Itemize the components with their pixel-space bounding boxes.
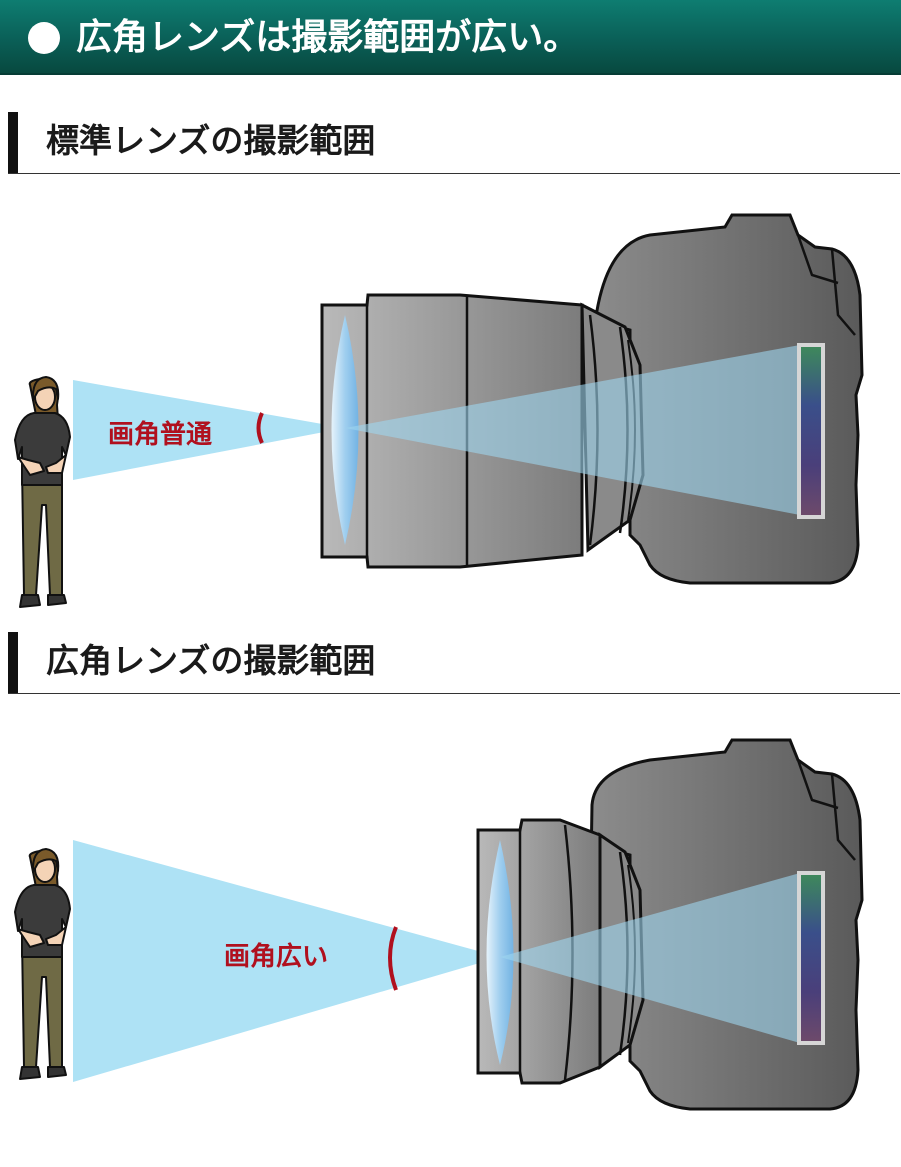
section-title-standard-lens: 標準レンズの撮影範囲 [46,121,376,160]
header-banner: 広角レンズは撮影範囲が広い。 [0,0,901,75]
lens-glass [331,315,359,545]
field-of-view-inside [500,873,800,1043]
image-sensor [797,871,825,1045]
person-figure [14,376,71,608]
image-sensor [797,343,825,519]
section-heading-standard-lens: 標準レンズの撮影範囲 [8,112,900,174]
angle-arc [388,926,398,991]
lens-glass [486,840,514,1065]
camera-grip-line [796,234,839,285]
angle-arc [256,412,264,444]
bullet-circle-icon [28,22,60,54]
section-marker [8,112,18,173]
camera-grip-edge [830,773,856,861]
field-of-view-front [73,380,345,480]
camera-grip-line [796,759,839,810]
page-title: 広角レンズは撮影範囲が広い。 [76,17,580,58]
camera-grip-edge [830,248,856,336]
section-title-wide-lens: 広角レンズの撮影範囲 [46,641,376,680]
wide-lens-diagram: 画角広い [14,738,864,1111]
standard-lens-diagram: 画角普通 [14,213,864,608]
angle-label-wide: 画角広い [224,941,328,972]
person-figure [14,848,71,1080]
angle-label-normal: 画角普通 [108,419,212,450]
field-of-view-inside [345,345,800,515]
section-marker [8,632,18,693]
field-of-view-front [73,840,500,1082]
section-heading-wide-lens: 広角レンズの撮影範囲 [8,632,900,694]
